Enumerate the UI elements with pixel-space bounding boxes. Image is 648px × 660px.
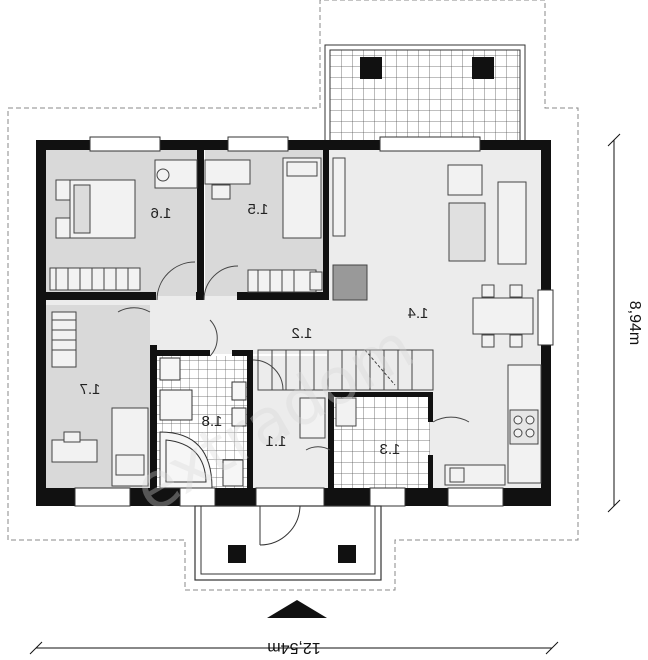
front-porch (194, 505, 382, 581)
dimension-depth (607, 133, 621, 513)
entry-fixtures (299, 397, 357, 439)
room-label-16: 1.6 (151, 205, 172, 222)
terrace-top (324, 44, 526, 143)
furniture-bedroom-16 (49, 159, 198, 291)
room-labels: 1.6 1.5 1.4 1.2 1.7 1.8 1.1 1.3 (80, 201, 429, 458)
dimension-width-label: 12,54m (267, 639, 320, 656)
room-label-13: 1.3 (380, 441, 401, 458)
staircase (257, 349, 434, 391)
windows (74, 136, 554, 507)
roof-outline (7, 0, 579, 591)
bath-fixtures (159, 357, 247, 489)
dimension-depth-label: 8,94m (626, 301, 643, 345)
furniture-living-14 (332, 157, 542, 486)
dimension-width (29, 600, 559, 655)
furniture-bedroom-17 (51, 311, 149, 487)
inner-walls (44, 150, 433, 488)
room-label-12: 1.2 (292, 325, 313, 342)
room-label-18: 1.8 (202, 413, 223, 430)
room-label-15: 1.5 (248, 201, 269, 218)
room-label-17: 1.7 (80, 381, 101, 398)
door-swings (117, 261, 470, 451)
room-label-14: 1.4 (408, 305, 429, 322)
room-label-11: 1.1 (266, 433, 287, 450)
furniture-bedroom-15 (204, 157, 323, 293)
